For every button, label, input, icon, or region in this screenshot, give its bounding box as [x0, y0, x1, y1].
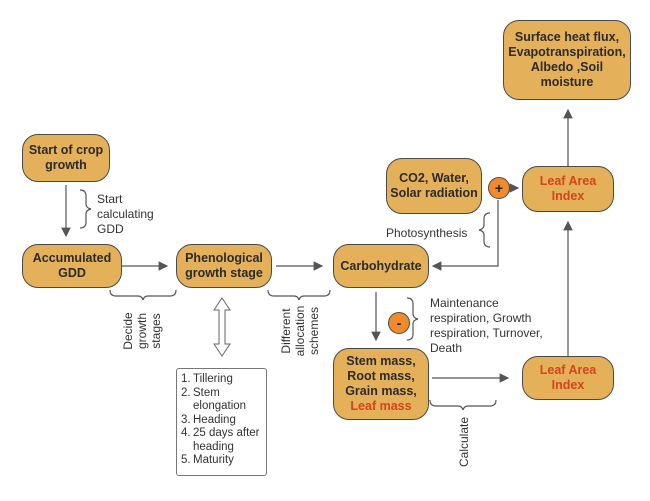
stage-number: 5.: [181, 454, 191, 466]
node-accumulated-gdd: Accumulated GDD: [22, 244, 122, 288]
stage-list-item: 1.Tillering: [181, 373, 264, 387]
brace-calculate: [429, 399, 497, 411]
label-allocation-schemes: Different allocation schemes: [279, 305, 321, 357]
grain-mass-text: Grain mass,: [345, 384, 417, 398]
brace-decide: [109, 289, 177, 301]
stage-list-item: 5.Maturity: [181, 454, 264, 468]
node-start-of-crop-growth: Start of crop growth: [22, 134, 110, 182]
stage-list-item: 3.Heading: [181, 414, 264, 428]
stage-number: 4.: [181, 427, 191, 439]
stage-number: 3.: [181, 413, 191, 426]
node-stem-root-grain-leaf-mass: Stem mass, Root mass, Grain mass, Leaf m…: [333, 348, 429, 420]
brace-allocation: [267, 289, 331, 301]
stage-number: 1.: [181, 373, 191, 385]
stage-text: Heading: [193, 413, 236, 426]
arrow-photosynthesis-to-carb: [431, 200, 499, 271]
node-phenological-growth-stage: Phenological growth stage: [176, 244, 272, 288]
node-leaf-area-index-bottom: Leaf Area Index: [522, 356, 614, 400]
stage-text: Tillering: [193, 373, 233, 385]
stem-mass-text: Stem mass,: [346, 354, 416, 368]
stage-text: Maturity: [193, 454, 234, 466]
label-start-calculating-gdd: Start calculating GDD: [97, 192, 154, 236]
label-calculate: Calculate: [457, 416, 471, 468]
node-co2-water-solar: CO2, Water, Solar radiation: [386, 158, 482, 214]
brace-start-calc: [79, 189, 92, 229]
brace-photosynthesis: [478, 212, 491, 248]
root-mass-text: Root mass,: [347, 369, 415, 383]
double-arrow: [213, 297, 231, 357]
stage-number: 2.: [181, 386, 191, 399]
stage-text: 25 days after heading: [193, 427, 260, 453]
label-decide-growth-stages: Decide growth stages: [121, 312, 163, 350]
node-surface-heat-flux: Surface heat flux, Evapotranspiration, A…: [503, 20, 631, 100]
stage-text: Stem elongation: [193, 386, 247, 413]
node-carbohydrate: Carbohydrate: [333, 244, 429, 288]
stage-list-item: 2.Stem elongation: [181, 387, 264, 414]
label-maintenance: Maintenance respiration, Growth respirat…: [430, 296, 543, 355]
node-leaf-area-index-top: Leaf Area Index: [522, 166, 614, 212]
brace-maintenance: [406, 297, 419, 341]
leaf-mass-text: Leaf mass: [350, 399, 412, 413]
minus-sign: -: [388, 312, 410, 334]
stage-list-item: 4.25 days after heading: [181, 427, 264, 454]
label-photosynthesis: Photosynthesis: [386, 226, 468, 240]
plus-sign: +: [488, 177, 510, 199]
